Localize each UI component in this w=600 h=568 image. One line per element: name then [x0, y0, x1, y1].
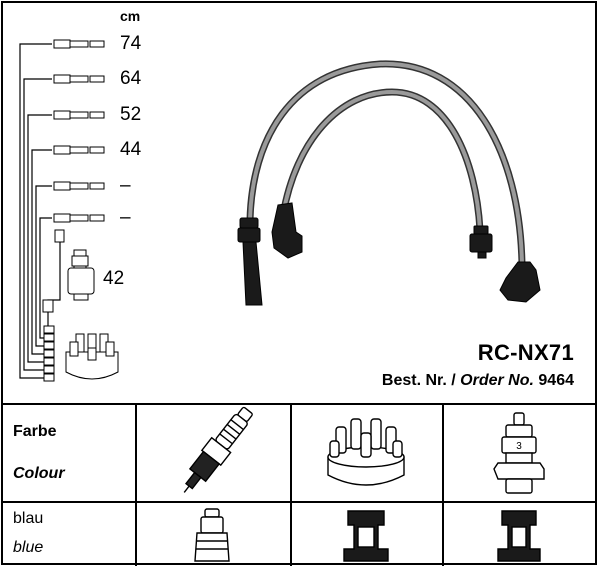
colour-label-german: Farbe: [13, 423, 57, 440]
table-top-border: [1, 403, 597, 405]
coil-length-value: 42: [103, 268, 125, 289]
svg-text:3: 3: [516, 441, 522, 452]
order-prefix: Best. Nr. /: [381, 372, 456, 389]
spark-plug-icon: [183, 406, 253, 493]
length-unit-label: cm: [120, 8, 141, 24]
length-value-3: 52: [120, 104, 142, 125]
order-number-line: Best. Nr. / Order No. 9464: [382, 372, 574, 390]
table-column-divider-2: [290, 403, 292, 566]
length-value-4: 44: [120, 139, 142, 160]
coil-boot-icon: [497, 510, 541, 562]
cable-length-schematic: [19, 39, 119, 382]
colour-label-english: Colour: [13, 465, 65, 482]
length-value-6: –: [120, 207, 131, 228]
distributor-cap-icon: [327, 418, 405, 486]
length-value-1: 74: [120, 33, 142, 54]
product-title: RC-NX71: [477, 340, 574, 365]
table-row-divider: [1, 501, 597, 503]
colour-value-english: blue: [13, 539, 44, 556]
length-value-5: –: [120, 175, 131, 196]
plug-boot-icon: [194, 508, 230, 562]
colour-value-german: blau: [13, 510, 44, 527]
table-column-divider-1: [135, 403, 137, 566]
order-label: Order No.: [460, 372, 534, 389]
colour-table: Farbe Colour blau blue: [1, 403, 597, 566]
distributor-boot-icon: [343, 510, 389, 562]
order-number: 9464: [538, 372, 574, 389]
ignition-cable-set-illustration: [237, 60, 541, 306]
table-column-divider-3: [442, 403, 444, 566]
ignition-coil-icon: 3: [493, 412, 545, 494]
terminal-row-1: [53, 39, 105, 49]
length-value-2: 64: [120, 68, 142, 89]
